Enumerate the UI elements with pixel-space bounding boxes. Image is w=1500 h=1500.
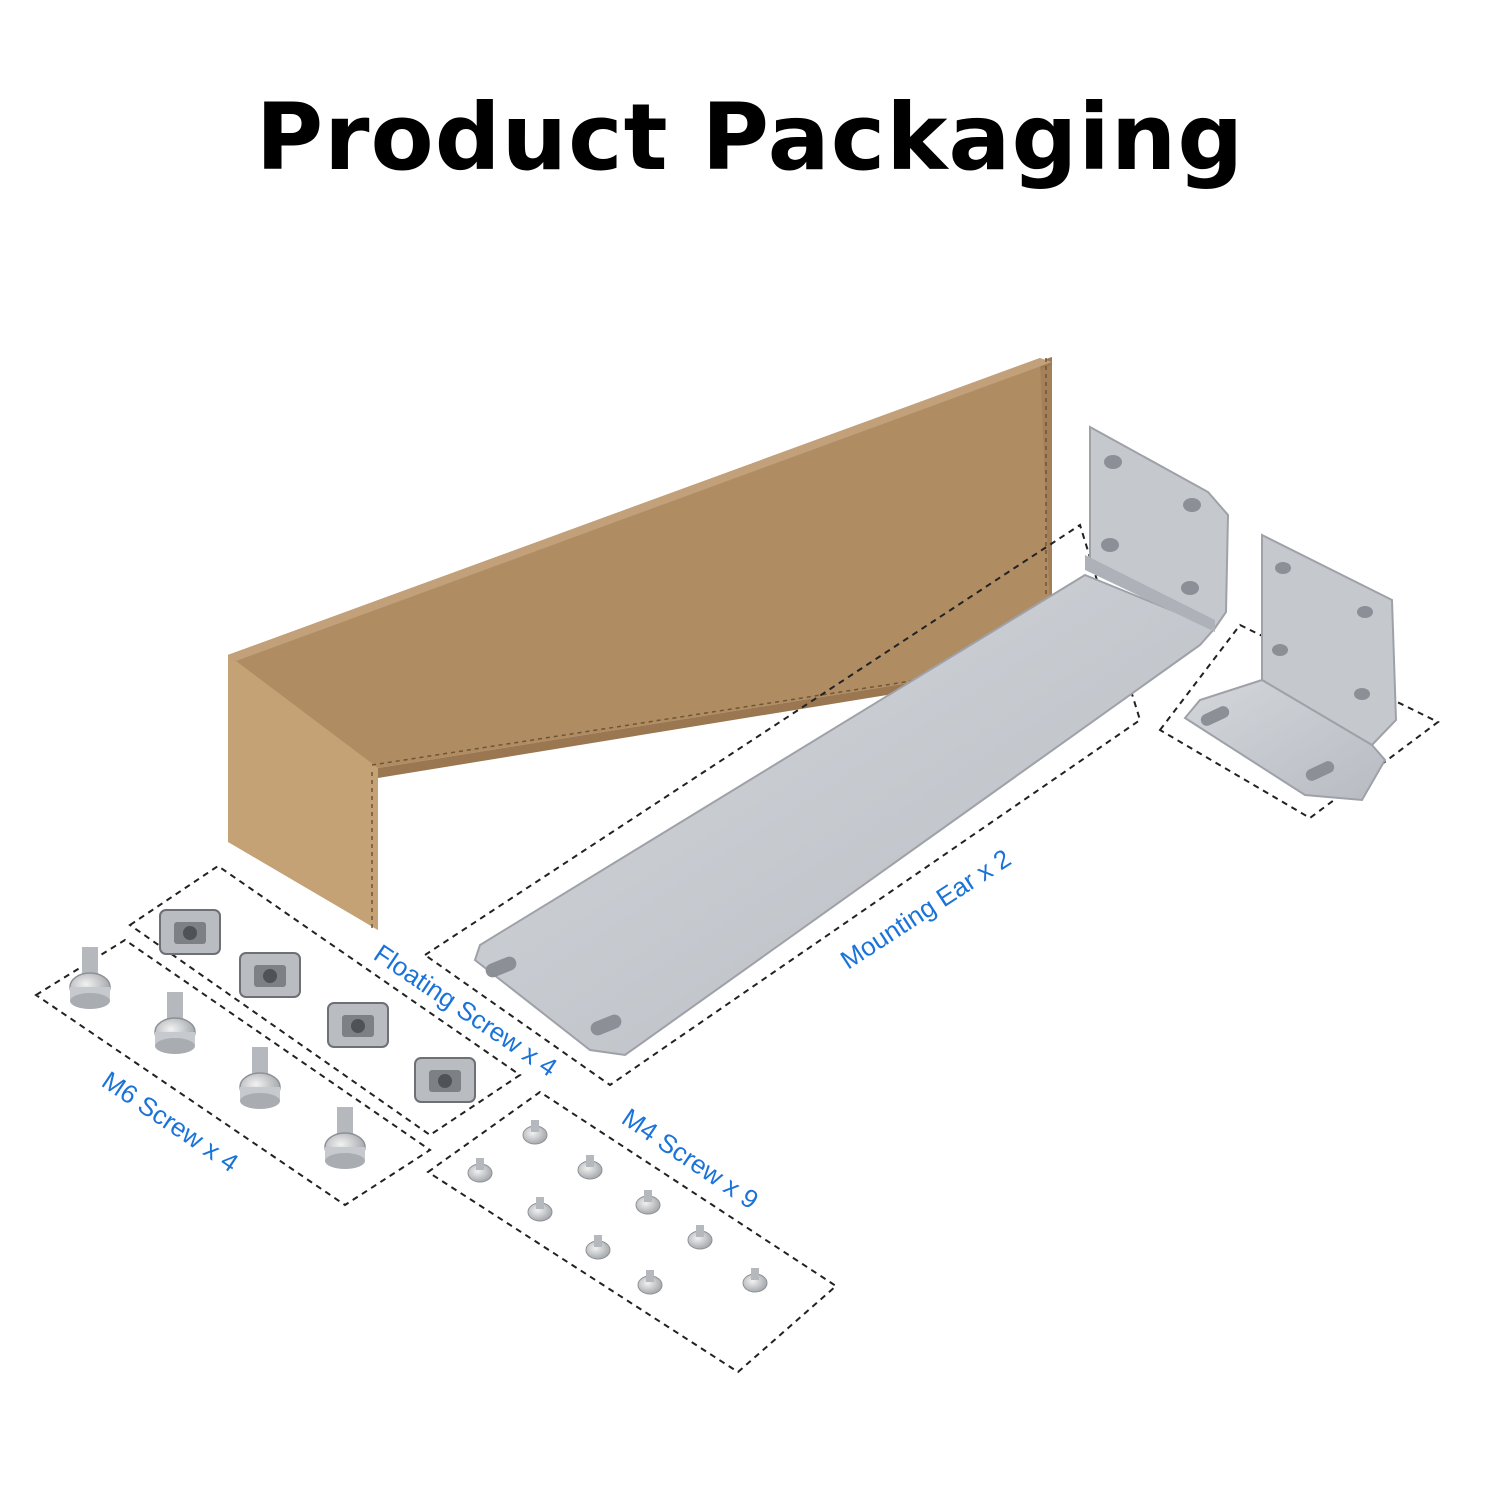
m6-screw-icon	[239, 1047, 281, 1109]
m4-screw-icon	[467, 1158, 493, 1183]
m4-screw-label: M4 Screw x 9	[617, 1102, 764, 1215]
m4-screw-icon	[585, 1235, 611, 1260]
m4-screw-icon	[637, 1270, 663, 1295]
m4-screw-icon	[635, 1190, 661, 1215]
cage-nut-icon	[414, 1057, 476, 1103]
m6-screw-icon	[69, 947, 111, 1009]
m4-screw-icon	[687, 1225, 713, 1250]
m6-screw-icon	[154, 992, 196, 1054]
page-title: Product Packaging	[255, 84, 1245, 191]
mounting-ear-region	[423, 523, 1142, 1087]
cage-nut-icon	[239, 952, 301, 998]
m4-screw-group	[467, 1120, 768, 1295]
m4-screw-icon	[522, 1120, 548, 1145]
mounting-bracket-icon	[473, 425, 1230, 1057]
mounting-bracket-small-icon	[1183, 533, 1398, 802]
m4-screw-icon	[742, 1268, 768, 1293]
cardboard-box-icon	[228, 357, 1052, 930]
floating-screw-region	[128, 864, 522, 1137]
cage-nut-group	[159, 909, 476, 1103]
m6-screw-label: M6 Screw x 4	[97, 1065, 244, 1178]
m6-screw-icon	[324, 1107, 366, 1169]
m4-screw-icon	[577, 1155, 603, 1180]
m6-screw-group	[69, 947, 366, 1169]
m4-screw-icon	[527, 1197, 553, 1222]
cage-nut-icon	[327, 1002, 389, 1048]
m4-screw-region	[426, 1090, 838, 1374]
small-bracket-region	[1158, 623, 1440, 820]
cage-nut-icon	[159, 909, 221, 955]
